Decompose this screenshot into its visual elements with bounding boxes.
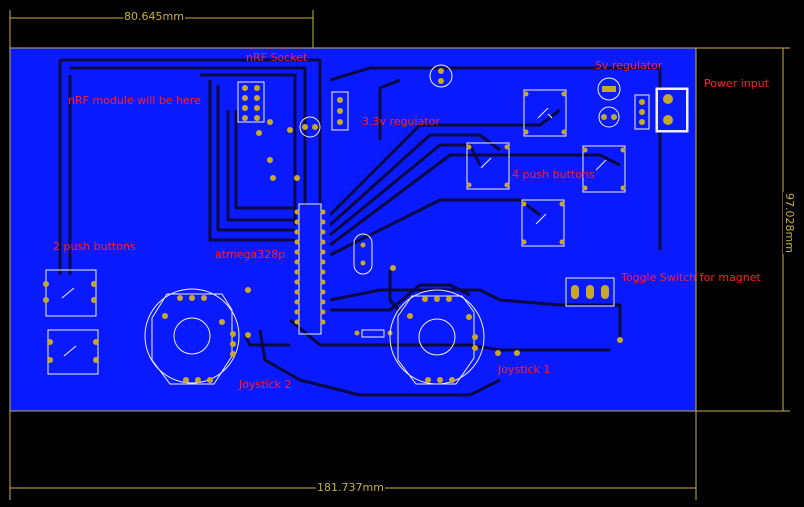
nrf-socket (237, 81, 265, 123)
label-joystick-2: Joystick 2 (239, 378, 292, 391)
crystal-x1 (353, 233, 373, 275)
label-reg-33v: 3.3v regulator (362, 115, 440, 128)
joystick-2-pads (162, 295, 236, 383)
label-reg-5v: 5v regulator (595, 59, 663, 72)
dim-bottom-width: 181.737mm (316, 481, 385, 494)
reg-5v (597, 77, 650, 130)
dim-height: 97.028mm (783, 192, 796, 254)
label-nrf-module: nRF module will be here (68, 94, 201, 107)
label-power-input: Power input (704, 77, 770, 90)
key56-pads (43, 281, 99, 363)
label-four-buttons: 4 push buttons (512, 168, 595, 181)
key-1 (521, 199, 565, 247)
label-toggle: Toggle Switch for magnet (621, 271, 761, 284)
label-mcu: atmega328p (215, 248, 286, 261)
joystick-2 (144, 288, 240, 385)
reg-33v (299, 91, 349, 138)
key-3 (466, 142, 510, 190)
key-5 (45, 269, 97, 317)
label-nrf-socket: nRF Socket (246, 51, 308, 64)
label-joystick-1: Joystick 1 (498, 363, 551, 376)
label-two-buttons: 2 push buttons (53, 240, 136, 253)
toggle-switch-u3 (565, 277, 615, 307)
key-6 (47, 329, 99, 375)
vias (245, 119, 623, 356)
key-2 (582, 145, 626, 193)
key-pads (466, 91, 626, 245)
joystick-1-pads (407, 296, 478, 383)
traces (58, 58, 680, 397)
joystick-1 (389, 289, 485, 385)
mcu-atmega328p (294, 203, 326, 335)
dim-top-width: 80.645mm (123, 10, 185, 23)
key-4 (523, 89, 567, 137)
cap-c3 (429, 64, 453, 88)
power-connector (655, 87, 689, 133)
